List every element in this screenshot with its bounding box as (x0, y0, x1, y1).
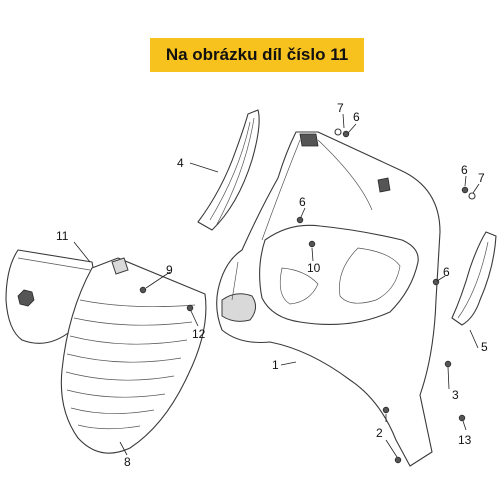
clip-9 (139, 286, 147, 294)
callout-11: 11 (56, 229, 69, 243)
callout-12: 12 (192, 327, 206, 341)
part-5-right-trim (451, 231, 497, 326)
screw-3 (444, 360, 452, 368)
callout-6-right: 6 (461, 163, 468, 177)
part-8-front-grille (60, 257, 207, 454)
page-title: Na obrázku díl číslo 11 (150, 38, 364, 72)
callout-9: 9 (166, 263, 173, 277)
callout-2: 2 (376, 426, 383, 440)
screw-6-right (461, 186, 469, 194)
callout-labels: 1 2 3 4 5 6 6 6 6 7 7 8 9 10 11 12 13 (56, 101, 488, 469)
screw-6-top (342, 130, 350, 138)
callout-4: 4 (177, 156, 184, 170)
callout-1: 1 (272, 358, 279, 372)
part-4-left-trim (197, 109, 260, 231)
part-1-front-shield (216, 131, 441, 467)
callout-6-top: 6 (353, 110, 360, 124)
callout-7-top: 7 (337, 101, 344, 115)
clip-10 (308, 240, 316, 248)
callout-6-side: 6 (443, 265, 450, 279)
screw-2a (382, 406, 390, 414)
callout-6-center: 6 (299, 195, 306, 209)
nut-7-top (334, 128, 342, 136)
callout-13: 13 (458, 433, 472, 447)
screw-12 (186, 304, 194, 312)
leader-lines (73, 113, 480, 458)
callout-5: 5 (481, 340, 488, 354)
screw-2b (394, 456, 402, 464)
callout-7-right: 7 (478, 171, 485, 185)
fasteners (139, 128, 476, 464)
nut-7-right (468, 192, 476, 200)
screw-13 (458, 414, 466, 422)
screw-6-center (296, 216, 304, 224)
callout-8: 8 (124, 455, 131, 469)
callout-3: 3 (452, 388, 459, 402)
callout-10: 10 (307, 261, 321, 275)
